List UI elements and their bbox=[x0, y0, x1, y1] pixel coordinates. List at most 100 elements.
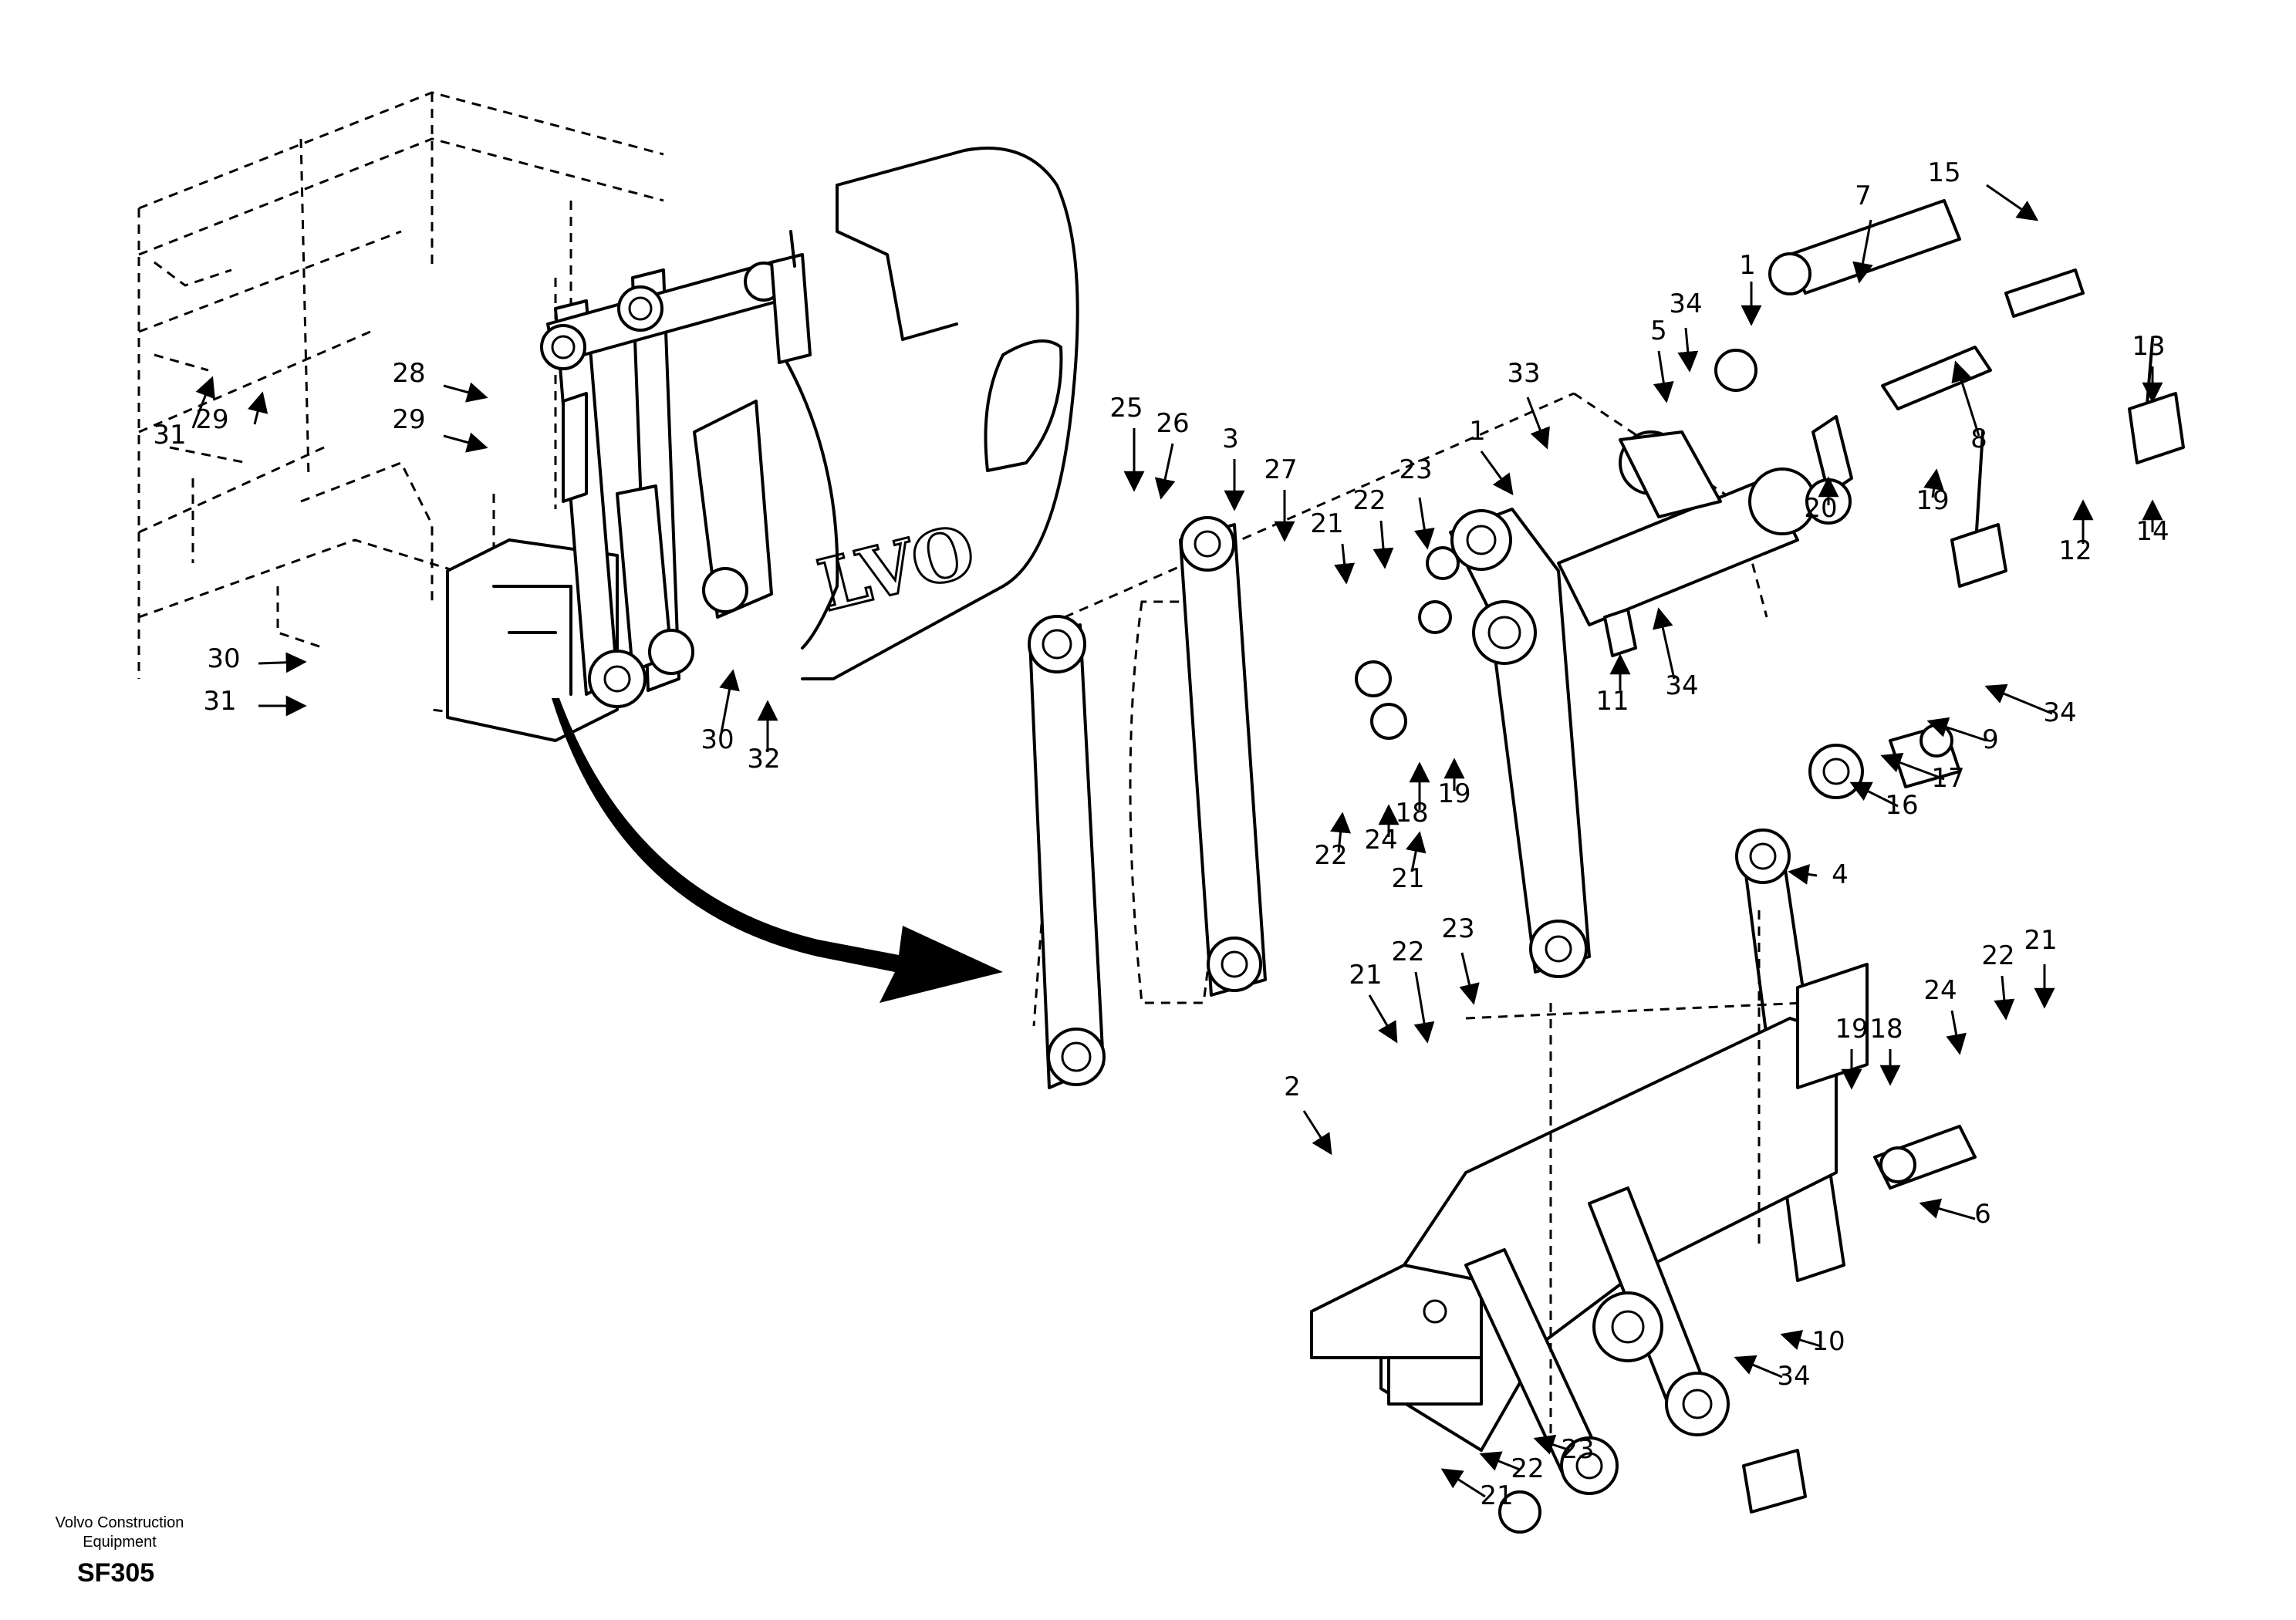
callout-34: 34 bbox=[1653, 607, 1699, 701]
callout-20: 20 bbox=[1804, 476, 1839, 524]
callout-number: 31 bbox=[203, 686, 236, 717]
arrowhead-icon bbox=[1533, 1434, 1571, 1455]
callout-16: 16 bbox=[1849, 781, 1919, 821]
callout-number: 7 bbox=[1855, 181, 1872, 211]
arrowhead-icon bbox=[1405, 831, 1427, 872]
callout-28: 28 bbox=[392, 358, 488, 403]
callout-32: 32 bbox=[747, 700, 781, 775]
callout-number: 22 bbox=[1352, 485, 1386, 516]
callout-14: 14 bbox=[2136, 499, 2169, 547]
callout-25: 25 bbox=[1109, 393, 1145, 492]
callout-number: 30 bbox=[701, 724, 734, 755]
callout-29: 29 bbox=[392, 404, 488, 453]
arrowhead-icon bbox=[1951, 360, 1980, 437]
arrowhead-icon bbox=[1926, 717, 1987, 742]
callout-number: 29 bbox=[392, 404, 425, 435]
curved-arrow-icon bbox=[552, 698, 1003, 1003]
arrowhead-icon bbox=[1984, 683, 2053, 715]
callout-1: 1 bbox=[1469, 416, 1514, 496]
callout-22: 22 bbox=[1314, 812, 1352, 871]
arrowhead-icon bbox=[1368, 994, 1398, 1044]
callout-number: 34 bbox=[2043, 697, 2076, 728]
callout-31: 31 bbox=[203, 686, 307, 717]
arrowhead-icon bbox=[1334, 543, 1356, 585]
callout-26: 26 bbox=[1154, 408, 1190, 500]
arrowhead-icon bbox=[1413, 971, 1435, 1044]
callout-5: 5 bbox=[1650, 316, 1674, 403]
arrowhead-icon bbox=[1677, 327, 1699, 373]
callout-number: 21 bbox=[1391, 863, 1424, 894]
callout-number: 4 bbox=[1832, 859, 1849, 890]
arrowhead-icon bbox=[1373, 520, 1394, 569]
callout-number: 21 bbox=[1480, 1480, 1513, 1511]
callout-7: 7 bbox=[1852, 181, 1873, 284]
callout-4: 4 bbox=[1788, 859, 1849, 890]
brand-name: Volvo Construction Equipment bbox=[55, 1514, 184, 1551]
callout-number: 1 bbox=[1739, 250, 1756, 281]
arrowhead-icon bbox=[1459, 952, 1480, 1005]
arrowhead-icon bbox=[1480, 451, 1514, 496]
hitch-assembly-installed bbox=[446, 230, 812, 742]
arrowhead-icon bbox=[443, 382, 488, 403]
callout-number: 8 bbox=[1970, 424, 1987, 454]
callout-number: 18 bbox=[1869, 1014, 1903, 1045]
callout-19: 19 bbox=[1437, 758, 1471, 809]
callout-10: 10 bbox=[1780, 1326, 1845, 1357]
arrowhead-icon bbox=[1946, 1010, 1967, 1055]
arrowhead-icon bbox=[1440, 1468, 1486, 1498]
arrowhead-icon bbox=[1919, 1198, 1976, 1220]
arrowhead-icon bbox=[443, 432, 488, 453]
counterweight: LVO bbox=[785, 147, 1079, 680]
arrowhead-icon bbox=[191, 376, 215, 429]
callout-number: 32 bbox=[747, 744, 780, 775]
arrowhead-icon bbox=[1734, 1355, 1783, 1379]
callout-number: 23 bbox=[1441, 913, 1474, 944]
callout-23: 23 bbox=[1399, 454, 1435, 550]
callout-number: 11 bbox=[1595, 686, 1629, 717]
callout-21: 21 bbox=[1391, 831, 1427, 894]
callout-number: 19 bbox=[1835, 1014, 1868, 1045]
callout-number: 19 bbox=[1437, 778, 1470, 809]
callout-number: 28 bbox=[392, 358, 425, 389]
callout-6: 6 bbox=[1919, 1198, 1991, 1230]
arrowhead-icon bbox=[1302, 1110, 1332, 1156]
callout-number: 16 bbox=[1885, 790, 1918, 821]
callout-18: 18 bbox=[1395, 761, 1430, 829]
callout-23: 23 bbox=[1441, 913, 1480, 1005]
callout-number: 20 bbox=[1804, 493, 1837, 524]
callout-22: 22 bbox=[1479, 1451, 1545, 1484]
callout-number: 22 bbox=[1391, 937, 1424, 967]
arrowhead-icon bbox=[1154, 443, 1176, 500]
callout-12: 12 bbox=[2058, 499, 2094, 566]
callout-22: 22 bbox=[1352, 485, 1394, 569]
callout-number: 2 bbox=[1284, 1072, 1301, 1102]
callout-13: 13 bbox=[2132, 331, 2166, 403]
callout-24: 24 bbox=[1364, 804, 1400, 856]
callout-3: 3 bbox=[1222, 424, 1245, 511]
callout-number: 18 bbox=[1395, 798, 1428, 829]
arrowhead-icon bbox=[258, 652, 307, 673]
callout-number: 30 bbox=[207, 643, 240, 674]
callout-number: 10 bbox=[1811, 1326, 1845, 1357]
callout-number: 31 bbox=[153, 420, 186, 451]
arrowhead-icon bbox=[248, 391, 268, 425]
arrowhead-icon bbox=[1994, 975, 2015, 1021]
callout-24: 24 bbox=[1923, 975, 1967, 1055]
mounting-bracket bbox=[1310, 910, 1977, 1534]
arrowhead-icon bbox=[1780, 1330, 1822, 1350]
callout-number: 23 bbox=[1561, 1434, 1594, 1465]
callout-17: 17 bbox=[1880, 752, 1965, 794]
callout-number: 25 bbox=[1109, 393, 1143, 424]
callout-number: 9 bbox=[1982, 724, 1999, 755]
callout-number: 15 bbox=[1927, 157, 1960, 188]
callout-number: 22 bbox=[1314, 840, 1347, 871]
callout-number: 14 bbox=[2136, 516, 2169, 547]
callout-8: 8 bbox=[1951, 360, 1987, 454]
callout-number: 34 bbox=[1777, 1361, 1810, 1392]
arrowhead-icon bbox=[1788, 864, 1818, 885]
arrowhead-icon bbox=[1479, 1451, 1521, 1471]
arrowhead-icon bbox=[1653, 607, 1676, 680]
callout-31: 31 bbox=[153, 376, 215, 451]
arrowhead-icon bbox=[1923, 468, 1944, 498]
